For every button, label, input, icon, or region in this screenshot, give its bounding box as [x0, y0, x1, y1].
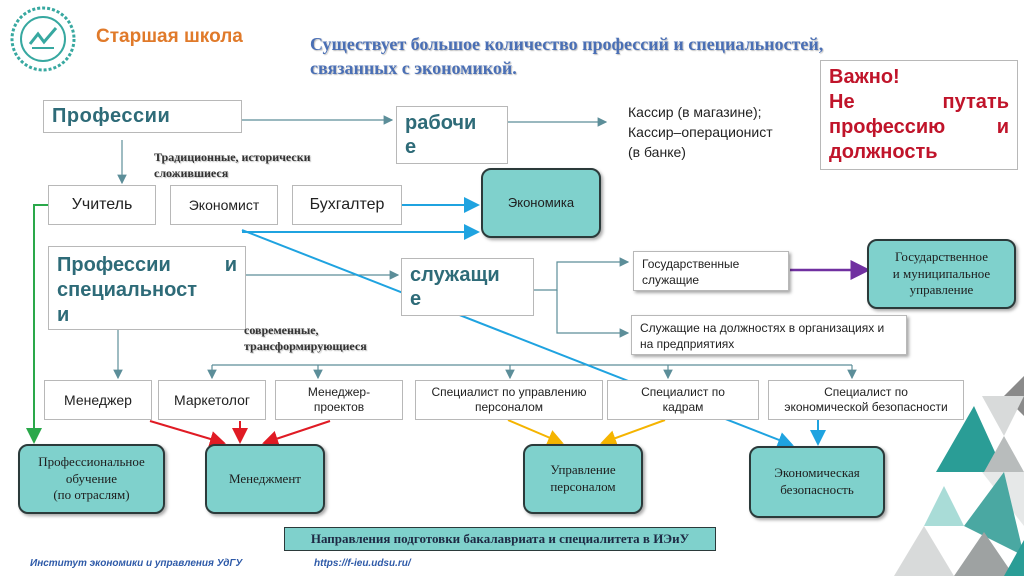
- personnel-mgmt-node: Управление персоналом: [523, 444, 643, 514]
- page-title-line1: Существует большое количество профессий …: [310, 34, 824, 54]
- prof-training-line1: Профессиональное: [38, 453, 145, 469]
- workers-line2: е: [405, 136, 417, 158]
- professions-box: Профессии: [43, 100, 242, 133]
- economist-box: Экономист: [170, 185, 278, 225]
- project-manager-box: Менеджер- проектов: [275, 380, 403, 420]
- cashier-line2: Кассир–операционист: [628, 124, 773, 140]
- prof-spec-line3: и: [57, 304, 70, 326]
- personnel-mgmt-line2: персоналом: [550, 479, 616, 494]
- project-manager-line1: Менеджер-: [307, 385, 371, 399]
- econ-security-line2: безопасность: [780, 482, 854, 497]
- prof-spec-line2: специальност: [57, 279, 197, 301]
- important-line2: Не путать: [829, 91, 1009, 113]
- arrow-kadry-personnel: [600, 419, 666, 446]
- security-specialist-line2: экономической безопасности: [784, 400, 948, 414]
- personnel-specialist-line2: кадрам: [662, 400, 704, 414]
- page-title: Существует большое количество профессий …: [310, 32, 930, 80]
- cashier-line3: (в банке): [628, 144, 686, 160]
- econ-security-node: Экономическая безопасность: [749, 446, 885, 518]
- page-title-line2: связанных с экономикой.: [310, 58, 517, 78]
- economics-node: Экономика: [481, 168, 601, 238]
- cashier-text: Кассир (в магазине); Кассир–операционист…: [628, 102, 773, 162]
- arrow-employees-org: [556, 290, 630, 338]
- traditional-label: Традиционные, исторически сложившиеся: [154, 149, 311, 181]
- state-employees-line1: Государственные: [642, 257, 740, 271]
- workers-line1: рабочи: [405, 112, 477, 134]
- footer-institute: Институт экономики и управления УдГУ: [30, 558, 243, 569]
- important-note: Важно! Не путать профессию и должность: [820, 60, 1018, 170]
- important-line4: должность: [829, 141, 938, 163]
- state-mgmt-node: Государственное и муниципальное управлен…: [867, 239, 1016, 309]
- workers-box: рабочи е: [396, 106, 508, 164]
- traditional-line1: Традиционные, исторически: [154, 150, 311, 164]
- teacher-box: Учитель: [48, 185, 156, 225]
- security-specialist-line1: Специалист по: [824, 385, 908, 399]
- arrow-teacher-training: [26, 204, 48, 444]
- personnel-mgmt-line1: Управление: [550, 462, 616, 478]
- manager-box: Менеджер: [44, 380, 152, 420]
- footer-url-link[interactable]: https://f-ieu.udsu.ru/: [314, 558, 411, 569]
- prof-training-node: Профессиональное обучение (по отраслям): [18, 444, 165, 514]
- school-label: Старшая школа: [96, 26, 243, 47]
- econ-security-line1: Экономическая: [774, 465, 860, 481]
- hr-specialist-line1: Специалист по управлению: [431, 385, 587, 399]
- hr-specialist-box: Специалист по управлению персоналом: [415, 380, 603, 420]
- marketer-box: Маркетолог: [158, 380, 266, 420]
- employees-line1: служащи: [410, 264, 500, 286]
- project-manager-line2: проектов: [313, 400, 365, 414]
- important-line1: Важно!: [829, 66, 900, 88]
- state-employees-line2: служащие: [642, 273, 700, 287]
- decorative-triangles: [894, 356, 1024, 576]
- arrow-employees-state: [534, 257, 630, 291]
- cashier-line1: Кассир (в магазине);: [628, 104, 762, 120]
- org-employees-line1: Служащие на должностях в организациях и: [640, 321, 885, 335]
- state-employees-box: Государственные служащие: [633, 251, 789, 291]
- modern-line2: трансформирующиеся: [244, 339, 367, 353]
- personnel-specialist-line1: Специалист по: [641, 385, 725, 399]
- important-line3: профессию и: [829, 116, 1009, 138]
- modern-label: современные, трансформирующиеся: [244, 322, 367, 354]
- hr-specialist-line2: персоналом: [474, 400, 543, 414]
- personnel-specialist-box: Специалист по кадрам: [607, 380, 759, 420]
- prof-training-line2: обучение: [65, 470, 118, 486]
- state-mgmt-line1: Государственное: [895, 248, 988, 264]
- employees-line2: е: [410, 288, 422, 310]
- directions-label: Направления подготовки бакалавриата и сп…: [284, 527, 716, 551]
- accountant-box: Бухгалтер: [292, 185, 402, 225]
- arrow-manager-mgmt: [149, 420, 226, 447]
- management-node: Менеджмент: [205, 444, 325, 514]
- prof-spec-line1: Профессии и: [57, 254, 237, 276]
- university-logo: [8, 4, 78, 74]
- arrow-hr-personnel: [507, 419, 564, 445]
- state-mgmt-line3: управление: [909, 282, 974, 298]
- org-employees-line2: на предприятиях: [640, 337, 735, 351]
- security-specialist-box: Специалист по экономической безопасности: [768, 380, 964, 420]
- employees-box: служащи е: [401, 258, 534, 316]
- traditional-line2: сложившиеся: [154, 166, 229, 180]
- org-employees-box: Служащие на должностях в организациях и …: [631, 315, 907, 355]
- modern-line1: современные,: [244, 323, 319, 337]
- arrow-pm-mgmt: [262, 420, 331, 447]
- prof-spec-box: Профессии и специальност и: [48, 246, 246, 330]
- state-mgmt-line2: и муниципальное: [892, 265, 991, 281]
- prof-training-line3: (по отраслям): [53, 487, 130, 503]
